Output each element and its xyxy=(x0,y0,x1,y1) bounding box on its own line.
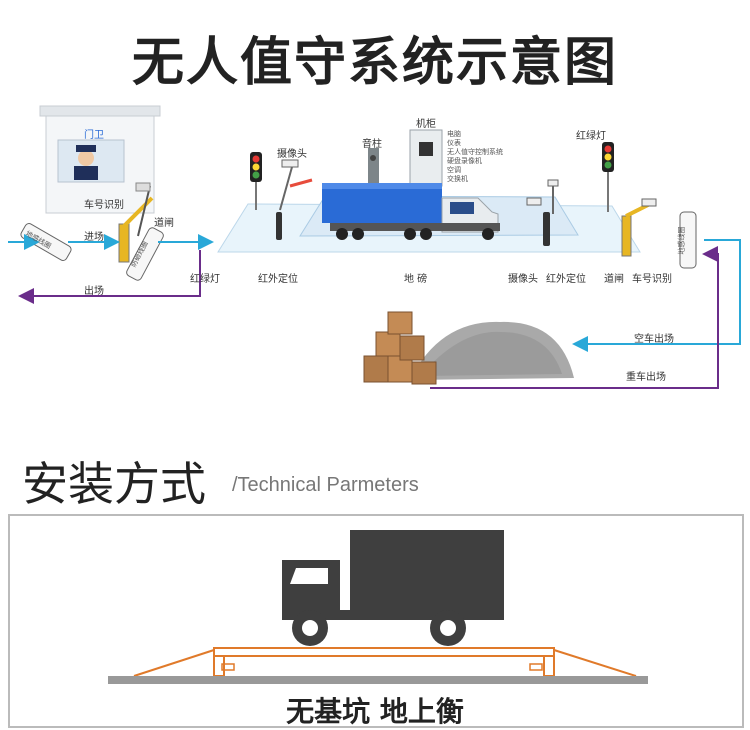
gate-right-label: 道闸 xyxy=(604,274,624,285)
cabinet-item-1: 电脑 xyxy=(447,130,461,138)
cabinet-item-3: 无人值守控制系统 xyxy=(447,148,503,156)
gray-truck-icon xyxy=(282,530,504,646)
sign-left-2-illustration xyxy=(126,227,164,281)
install-subtitle: /Technical Parmeters xyxy=(232,474,419,496)
guard-booth-illustration xyxy=(39,105,161,214)
loaded-exit-label: 重车出场 xyxy=(626,372,666,383)
traffic-light-left-label: 红绿灯 xyxy=(190,274,220,285)
cabinet-item-6: 交换机 xyxy=(447,175,468,183)
infrared-left-label: 红外定位 xyxy=(258,274,298,285)
plate-recognition-right-label: 车号识别 xyxy=(632,274,672,285)
entry-label: 进场 xyxy=(84,232,104,243)
sign-right-illustration xyxy=(679,211,697,269)
cabinet-item-4: 硬盘录像机 xyxy=(447,157,482,165)
camera-bottom-right-label: 摄像头 xyxy=(508,274,538,285)
infrared-post-left xyxy=(276,212,282,240)
cabinet-label: 机柜 xyxy=(416,119,436,130)
empty-exit-label: 空车出场 xyxy=(634,334,674,345)
page-title: 无人值守系统示意图 xyxy=(131,33,618,93)
sign-right-text: 地感线圈 xyxy=(677,226,686,255)
install-illustration-box xyxy=(8,514,744,728)
sign-left-1-illustration xyxy=(20,223,72,261)
cabinet-item-2: 仪表 xyxy=(447,139,461,147)
camera-top-label: 摄像头 xyxy=(277,149,307,160)
gate-left-label: 道闸 xyxy=(154,218,174,229)
cabinet-illustration xyxy=(409,129,443,187)
scale-frame-illustration xyxy=(133,647,637,677)
ground-line xyxy=(108,676,648,684)
install-illustration xyxy=(108,530,648,684)
camera-top-illustration xyxy=(279,159,313,211)
camera-right-illustration xyxy=(526,179,559,246)
guard-booth-label: 门卫 xyxy=(84,130,104,141)
gate-right-illustration xyxy=(621,198,657,257)
return-arrow-purple xyxy=(430,246,719,389)
speaker-post-label: 音柱 xyxy=(362,139,382,150)
cabinet-item-5: 空调 xyxy=(447,166,461,174)
exit-arrow xyxy=(18,250,201,304)
traffic-light-right-illustration xyxy=(602,142,614,212)
system-diagram xyxy=(8,105,741,389)
install-caption: 无基坑 地上衡 xyxy=(286,695,464,728)
speaker-post-illustration xyxy=(368,148,379,184)
install-title: 安装方式 xyxy=(22,457,206,511)
exit-label: 出场 xyxy=(84,286,104,297)
blue-truck-illustration xyxy=(322,183,500,240)
material-pile-illustration xyxy=(410,321,574,380)
infrared-right-label: 红外定位 xyxy=(546,274,586,285)
boxes-illustration xyxy=(363,311,437,385)
plate-recognition-left-label: 车号识别 xyxy=(84,200,124,211)
scale-label: 地 磅 xyxy=(404,274,428,285)
traffic-light-left-illustration xyxy=(250,152,262,210)
return-arrow-cyan xyxy=(572,239,741,352)
traffic-light-right-label: 红绿灯 xyxy=(576,131,606,142)
